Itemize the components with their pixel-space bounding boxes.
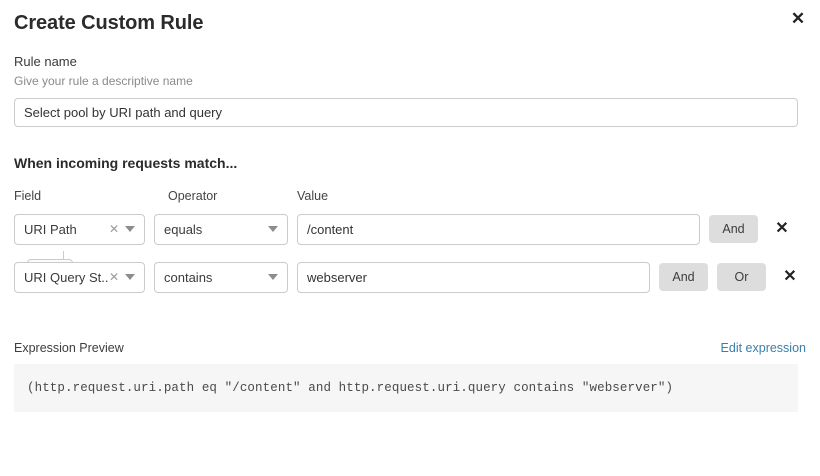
rule-name-label: Rule name — [14, 54, 77, 69]
expression-preview-box: (http.request.uri.path eq "/content" and… — [14, 364, 798, 412]
condition-row: URI Path ✕ equals And ✕ — [14, 213, 806, 245]
close-icon[interactable]: ✕ — [787, 7, 809, 29]
operator-select-2[interactable]: contains — [154, 261, 288, 293]
expression-preview-label: Expression Preview — [14, 341, 124, 355]
chevron-down-icon[interactable] — [268, 274, 278, 280]
and-button-1[interactable]: And — [709, 215, 758, 243]
field-select-1[interactable]: URI Path ✕ — [14, 213, 145, 245]
chevron-down-icon[interactable] — [125, 226, 135, 232]
value-input-1[interactable] — [297, 213, 700, 245]
column-header-value: Value — [297, 189, 329, 203]
expression-preview-header: Expression Preview Edit expression — [14, 341, 806, 355]
value-input-2[interactable] — [297, 261, 650, 293]
clear-icon[interactable]: ✕ — [108, 270, 119, 284]
clear-icon[interactable]: ✕ — [108, 222, 119, 236]
remove-condition-2-icon[interactable]: ✕ — [780, 266, 800, 288]
dialog-body: Rule name Give your rule a descriptive n… — [0, 53, 820, 412]
field-select-2-value: URI Query St... — [24, 269, 109, 285]
operator-select-1-value: equals — [164, 221, 203, 237]
column-header-operator: Operator — [168, 189, 218, 203]
chevron-down-icon[interactable] — [125, 274, 135, 280]
field-select-2[interactable]: URI Query St... ✕ — [14, 261, 145, 293]
edit-expression-link[interactable]: Edit expression — [720, 341, 806, 355]
or-button-2[interactable]: Or — [717, 263, 766, 291]
dialog-header: Create Custom Rule ✕ — [0, 0, 820, 40]
condition-row: URI Query St... ✕ contains And Or ✕ — [14, 261, 806, 293]
expression-preview-text: (http.request.uri.path eq "/content" and… — [27, 381, 674, 395]
operator-select-1[interactable]: equals — [154, 213, 288, 245]
conditions-list: URI Path ✕ equals And ✕ And — [14, 213, 806, 293]
operator-select-2-value: contains — [164, 269, 213, 285]
condition-column-headers: Field Operator Value — [14, 189, 806, 207]
field-select-1-value: URI Path — [24, 221, 77, 237]
remove-condition-1-icon[interactable]: ✕ — [772, 218, 792, 240]
and-button-2[interactable]: And — [659, 263, 708, 291]
column-header-field: Field — [14, 189, 42, 203]
chevron-down-icon[interactable] — [268, 226, 278, 232]
match-section-heading: When incoming requests match... — [14, 155, 238, 171]
rule-name-input[interactable] — [14, 98, 798, 127]
rule-name-hint: Give your rule a descriptive name — [14, 74, 193, 88]
page-title: Create Custom Rule — [14, 12, 204, 34]
